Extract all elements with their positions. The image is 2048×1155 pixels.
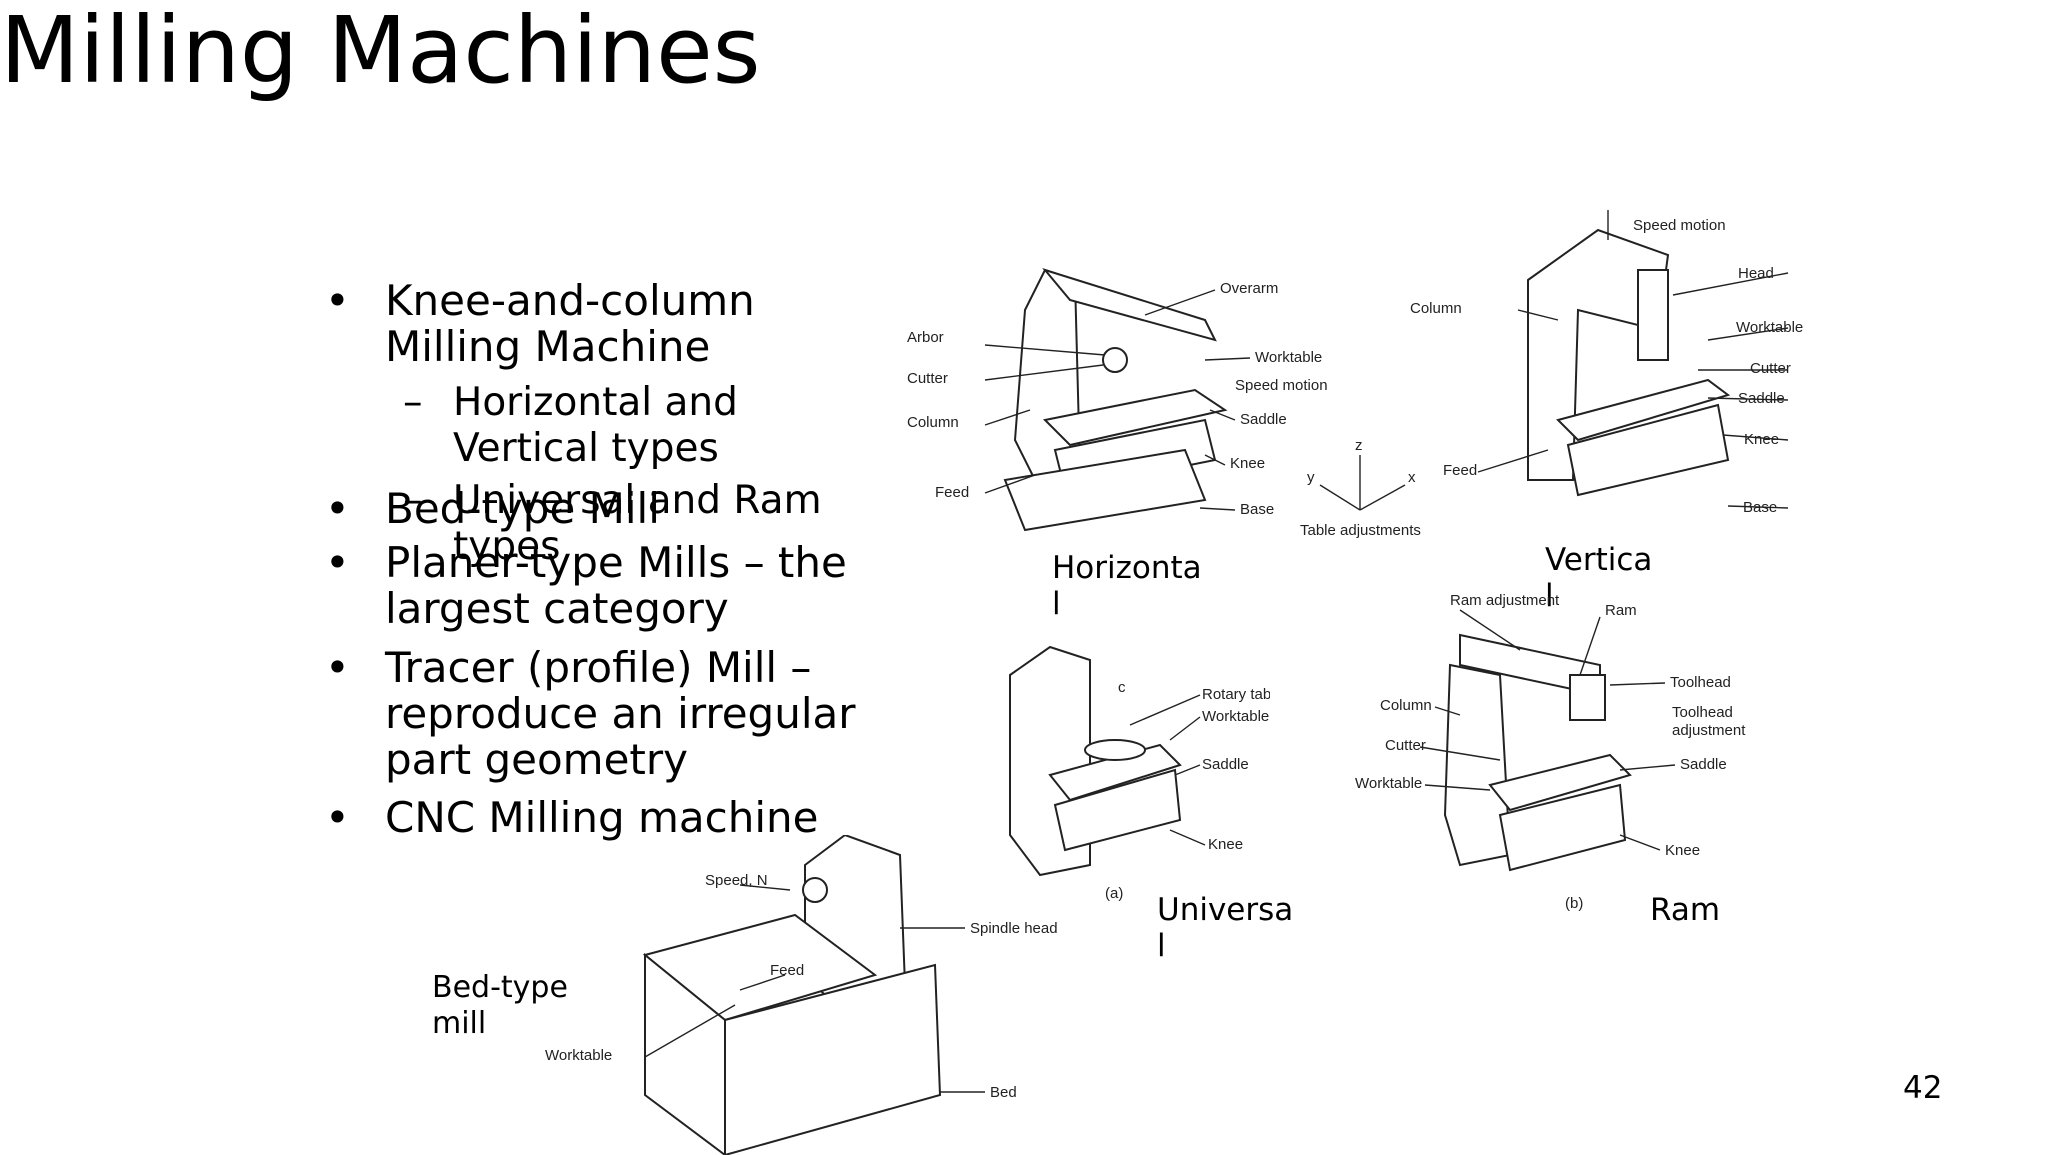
bullet-dot: • — [325, 538, 350, 587]
sub-bullet-universal-ram: – Universal and Ram types — [403, 478, 873, 570]
label-overarm: Overarm — [1220, 280, 1278, 297]
label-arbor: Arbor — [907, 329, 944, 346]
page-number: 42 — [1903, 1070, 1943, 1106]
worktable-shape — [1488, 753, 1632, 812]
label-column: Column — [1410, 300, 1462, 317]
label-column: Column — [907, 414, 959, 431]
label-worktable: Worktable — [1736, 319, 1803, 336]
caption-universal: Universa l — [1157, 892, 1294, 964]
knee-shape — [1053, 768, 1182, 852]
bullet-tracer: • Tracer (profile) Mill – reproduce an i… — [325, 643, 905, 784]
worktable-shape — [1556, 378, 1731, 442]
caption-vertical: Vertica l — [1545, 542, 1653, 614]
label-y: y — [1307, 469, 1315, 486]
label-column: Column — [1380, 697, 1432, 714]
caption-horizontal: Horizonta l — [1052, 550, 1202, 622]
label-cutter: Cutter — [1750, 360, 1791, 377]
label-speed-motion: Speed motion — [1235, 377, 1328, 394]
bullet-bed-type: • Bed-type Mill — [325, 484, 885, 533]
label-feed: Feed — [1443, 462, 1477, 479]
label-speed-motion: Speed motion — [1633, 217, 1726, 234]
label-cutter: Cutter — [907, 370, 948, 387]
sub-bullet-dash: – — [403, 478, 423, 523]
label-saddle: Saddle — [1240, 411, 1287, 428]
worktable-shape — [1042, 388, 1228, 447]
bed-type-mill-diagram: Speed, N Spindle head Feed Worktable Bed — [545, 835, 1058, 1155]
bullet-text: CNC Milling machine — [385, 793, 819, 842]
column-shape — [1527, 228, 1670, 481]
bullet-cnc: • CNC Milling machine — [325, 793, 885, 842]
caption-ram: Ram — [1650, 892, 1721, 928]
label-rotary-table: Rotary table — [1202, 686, 1270, 703]
bullet-dot: • — [325, 643, 350, 692]
bullet-dot: • — [325, 276, 350, 325]
bullet-dot: • — [325, 793, 350, 842]
bullet-text: Planer-type Mills – the largest category — [385, 538, 847, 633]
label-head: Head — [1738, 265, 1774, 282]
label-ram: Ram — [1605, 602, 1637, 619]
label-worktable: Worktable — [1355, 775, 1422, 792]
label-worktable: Worktable — [1202, 708, 1269, 725]
bullet-text: Tracer (profile) Mill – reproduce an irr… — [385, 643, 856, 784]
label-knee: Knee — [1744, 431, 1779, 448]
label-feed: Feed — [935, 484, 969, 501]
spindle-shape — [802, 877, 828, 903]
label-knee: Knee — [1665, 842, 1700, 859]
label-toolhead: Toolhead — [1670, 674, 1731, 691]
label-worktable: Worktable — [1255, 349, 1322, 366]
bullet-text: Bed-type Mill — [385, 484, 660, 533]
slide-title: Milling Machines — [0, 0, 761, 104]
vertical-mill-diagram: Speed motion Head Column Worktable Cutte… — [1410, 210, 1803, 516]
base-shape — [1003, 448, 1207, 532]
bed-side-shape — [724, 963, 942, 1155]
universal-mill-diagram: c Rotary table Worktable Saddle Knee (a) — [1009, 645, 1270, 902]
column-shape — [1443, 663, 1512, 867]
horizontal-mill-diagram: Arbor Cutter Column Feed Overarm Worktab… — [907, 268, 1328, 532]
label-base: Base — [1240, 501, 1274, 518]
sub-bullet-dash: – — [403, 380, 423, 425]
label-spindle-head: Spindle head — [970, 920, 1058, 937]
bullet-text: Knee-and-column Milling Machine — [385, 276, 755, 371]
sub-bullet-text: Universal and Ram types — [453, 478, 822, 569]
bullet-knee-column: • Knee-and-column Milling Machine — [325, 276, 885, 371]
label-cutter: Cutter — [1385, 737, 1426, 754]
label-bed: Bed — [990, 1084, 1017, 1101]
label-c: c — [1118, 679, 1126, 696]
bullet-dot: • — [325, 484, 350, 533]
caption-bed-type: Bed-type mill — [432, 970, 568, 1041]
cutter-shape — [1102, 347, 1128, 373]
table-adjustments-diagram: z y x Table adjustments — [1300, 437, 1421, 539]
label-feed: Feed — [770, 962, 804, 979]
sub-bullet-text: Horizontal and Vertical types — [453, 380, 738, 471]
label-saddle: Saddle — [1202, 756, 1249, 773]
overarm-shape — [1042, 268, 1217, 342]
toolhead-shape — [1569, 674, 1606, 721]
label-a: (a) — [1105, 885, 1123, 902]
label-toolhead-adjustment: Toolhead — [1672, 704, 1733, 721]
ram-mill-diagram: Ram adjustment Ram Toolhead Toolhead adj… — [1355, 592, 1746, 912]
rotary-table-shape — [1084, 739, 1146, 761]
label-toolhead-adjustment-2: adjustment — [1672, 722, 1746, 739]
bed-front-shape — [644, 952, 726, 1155]
label-knee: Knee — [1230, 455, 1265, 472]
sub-bullet-horizontal-vertical: – Horizontal and Vertical types — [403, 380, 853, 472]
label-worktable: Worktable — [545, 1047, 612, 1064]
label-knee: Knee — [1208, 836, 1243, 853]
label-base: Base — [1743, 499, 1777, 516]
head-shape — [1637, 269, 1669, 361]
label-saddle: Saddle — [1738, 390, 1785, 407]
knee-shape — [1566, 403, 1730, 497]
bullet-planer-type: • Planer-type Mills – the largest catego… — [325, 538, 885, 633]
label-b: (b) — [1565, 895, 1583, 912]
label-saddle: Saddle — [1680, 756, 1727, 773]
label-table-adjustments: Table adjustments — [1300, 522, 1421, 539]
knee-shape — [1498, 783, 1627, 872]
label-ram-adjustment: Ram adjustment — [1450, 592, 1560, 609]
label-x: x — [1408, 469, 1416, 486]
label-z: z — [1355, 437, 1363, 454]
label-speed-n: Speed, N — [705, 872, 768, 889]
